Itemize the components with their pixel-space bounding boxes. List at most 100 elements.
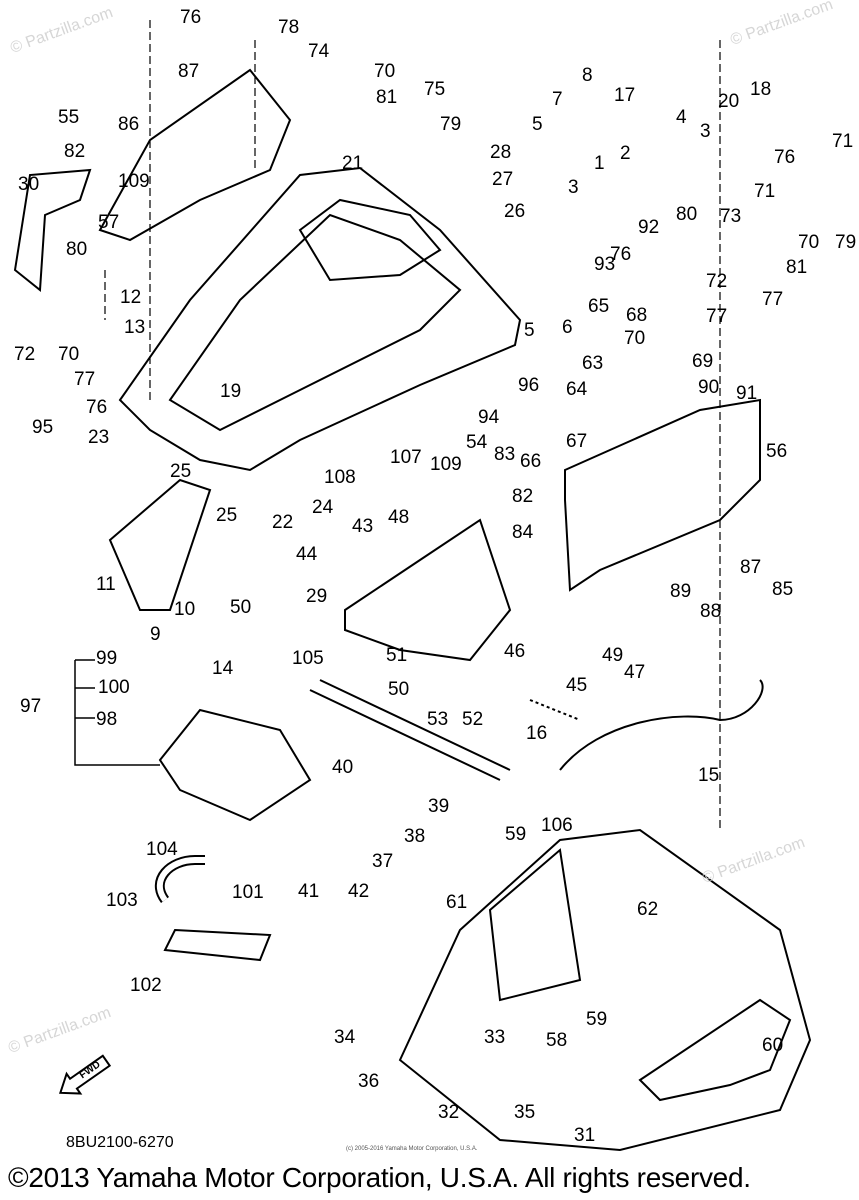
part-callout-13: 13	[124, 317, 146, 338]
part-callout-74: 74	[308, 41, 330, 62]
hood-outline	[118, 166, 522, 472]
part-callout-65: 65	[588, 296, 610, 317]
part-callout-62: 62	[637, 899, 659, 920]
part-callout-97: 97	[20, 696, 42, 717]
part-callout-41: 41	[298, 881, 320, 902]
part-callout-59: 59	[505, 824, 527, 845]
part-callout-80: 80	[66, 239, 88, 260]
part-callout-109: 109	[430, 454, 462, 475]
part-callout-101: 101	[232, 882, 264, 903]
part-callout-18: 18	[750, 79, 772, 100]
part-callout-38: 38	[404, 826, 426, 847]
part-callout-91: 91	[736, 383, 758, 404]
part-callout-16: 16	[526, 723, 548, 744]
cable	[559, 679, 764, 771]
part-callout-106: 106	[541, 815, 573, 836]
part-callout-19: 19	[220, 381, 242, 402]
part-callout-67: 67	[566, 431, 588, 452]
part-callout-107: 107	[390, 447, 422, 468]
part-callout-30: 30	[18, 174, 40, 195]
hood-vent	[298, 198, 442, 282]
part-callout-63: 63	[582, 353, 604, 374]
cowl-panel	[638, 998, 792, 1102]
part-callout-90: 90	[698, 377, 720, 398]
part-callout-32: 32	[438, 1102, 460, 1123]
part-callout-109: 109	[118, 171, 150, 192]
part-callout-82: 82	[64, 141, 86, 162]
part-callout-95: 95	[32, 417, 54, 438]
copyright: ©2013 Yamaha Motor Corporation, U.S.A. A…	[8, 1162, 751, 1193]
part-callout-12: 12	[120, 287, 142, 308]
part-callout-1: 1	[594, 153, 605, 174]
part-callout-56: 56	[766, 441, 788, 462]
part-callout-9: 9	[150, 624, 161, 645]
part-callout-52: 52	[462, 709, 484, 730]
fwd-arrow: FWD	[59, 1054, 112, 1095]
diagram-code: 8BU2100-6270	[66, 1134, 174, 1151]
part-callout-50: 50	[388, 679, 410, 700]
part-callout-64: 64	[566, 379, 588, 400]
part-callout-29: 29	[306, 586, 328, 607]
part-callout-78: 78	[278, 17, 300, 38]
part-callout-50: 50	[230, 597, 252, 618]
part-callout-98: 98	[96, 709, 118, 730]
part-callout-76: 76	[180, 7, 202, 28]
part-callout-42: 42	[348, 881, 370, 902]
part-callout-70: 70	[624, 328, 646, 349]
part-callout-36: 36	[358, 1071, 380, 1092]
part-callout-45: 45	[566, 675, 588, 696]
part-callout-44: 44	[296, 544, 318, 565]
part-callout-7: 7	[552, 89, 563, 110]
arrow-icon	[59, 1054, 112, 1095]
part-callout-76: 76	[774, 147, 796, 168]
part-callout-48: 48	[388, 507, 410, 528]
part-callout-53: 53	[427, 709, 449, 730]
part-callout-86: 86	[118, 114, 140, 135]
part-callout-94: 94	[478, 407, 500, 428]
part-callout-61: 61	[446, 892, 468, 913]
part-callout-66: 66	[520, 451, 542, 472]
part-callout-49: 49	[602, 645, 624, 666]
cowl-insulator	[488, 848, 582, 1002]
side-bracket	[13, 168, 92, 292]
part-callout-40: 40	[332, 757, 354, 778]
part-callout-70: 70	[374, 61, 396, 82]
part-callout-68: 68	[626, 305, 648, 326]
part-callout-69: 69	[692, 351, 714, 372]
duct	[108, 478, 212, 611]
part-callout-100: 100	[98, 677, 130, 698]
part-callout-76: 76	[86, 397, 108, 418]
spring	[529, 699, 581, 721]
part-callout-21: 21	[342, 153, 364, 174]
part-callout-87: 87	[740, 557, 762, 578]
part-callout-96: 96	[518, 375, 540, 396]
part-callout-85: 85	[772, 579, 794, 600]
part-callout-93: 93	[594, 254, 616, 275]
part-callout-84: 84	[512, 522, 534, 543]
part-callout-71: 71	[832, 131, 854, 152]
part-callout-43: 43	[352, 516, 374, 537]
part-callout-80: 80	[676, 204, 698, 225]
part-callout-103: 103	[106, 890, 138, 911]
part-callout-8: 8	[582, 65, 593, 86]
box	[158, 708, 312, 822]
part-callout-70: 70	[58, 344, 80, 365]
part-callout-57: 57	[98, 212, 120, 233]
part-callout-60: 60	[762, 1035, 784, 1056]
small-copyright: (c) 2005-2016 Yamaha Motor Corporation, …	[346, 1146, 478, 1152]
part-callout-82: 82	[512, 486, 534, 507]
part-callout-72: 72	[14, 344, 36, 365]
part-callout-31: 31	[574, 1125, 596, 1146]
part-callout-71: 71	[754, 181, 776, 202]
part-callout-6: 6	[562, 317, 573, 338]
lower-cowl	[398, 828, 812, 1152]
part-callout-54: 54	[466, 432, 488, 453]
part-callout-25: 25	[216, 505, 238, 526]
part-callout-79: 79	[835, 232, 857, 253]
front-panel	[564, 398, 761, 592]
part-callout-108: 108	[324, 467, 356, 488]
part-callout-77: 77	[762, 289, 784, 310]
part-callout-55: 55	[58, 107, 80, 128]
leader-lines	[104, 20, 721, 830]
